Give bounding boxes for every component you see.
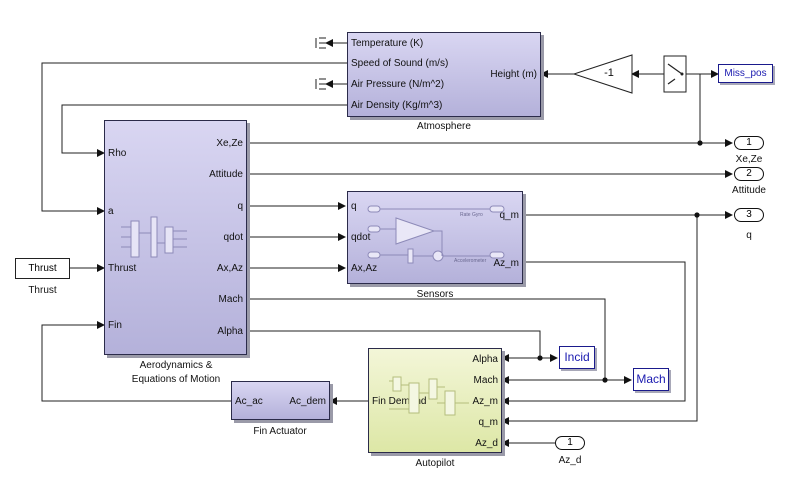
wire-air-density [61, 104, 347, 157]
outport-2[interactable]: 2 [734, 167, 764, 181]
port-autopilot-az-d: Az_d [475, 438, 498, 449]
port-alpha: Alpha [217, 326, 243, 337]
port-height: Height (m) [490, 69, 537, 80]
port-qdot: qdot [223, 232, 243, 243]
miss-pos-tag[interactable]: Miss_pos [718, 64, 773, 83]
terminator-air-pressure[interactable] [315, 78, 326, 90]
port-attitude: Attitude [209, 169, 243, 180]
accelerometer-label: Accelerometer [454, 258, 487, 264]
autopilot-caption: Autopilot [415, 458, 455, 469]
port-temperature: Temperature (K) [351, 38, 424, 49]
port-sensors-q-m: q_m [499, 210, 519, 221]
sensors-block[interactable]: q qdot Ax,Az q_m Az_m Rate Gyro Accelero… [347, 191, 523, 284]
outport-2-label: Attitude [732, 185, 766, 196]
port-autopilot-mach: Mach [473, 375, 498, 386]
port-mach: Mach [218, 294, 243, 305]
port-a: a [108, 206, 114, 217]
port-thrust: Thrust [108, 263, 137, 274]
thrust-caption: Thrust [28, 285, 57, 296]
atmosphere-block[interactable]: Temperature (K) Speed of Sound (m/s) Air… [347, 32, 541, 117]
port-speed-of-sound: Speed of Sound (m/s) [351, 58, 449, 69]
port-autopilot-az-m: Az_m [472, 396, 498, 407]
gain-label: -1 [604, 67, 614, 79]
port-sensors-q: q [351, 201, 357, 212]
port-axaz: Ax,Az [216, 263, 243, 274]
gain-block[interactable] [572, 54, 633, 94]
autopilot-block[interactable]: Alpha Mach Az_m q_m Az_d Fin Demand [368, 348, 502, 453]
incid-tag[interactable]: Incid [559, 346, 595, 369]
wire-fin [41, 321, 231, 402]
switch-block[interactable] [663, 55, 687, 93]
inport-az-d[interactable]: 1 [555, 436, 585, 450]
port-sensors-az-m: Az_m [493, 258, 519, 269]
port-xeze: Xe,Ze [216, 138, 243, 149]
atmosphere-caption: Atmosphere [417, 121, 471, 132]
port-fin: Fin [108, 320, 122, 331]
wire-mach [247, 298, 606, 384]
branch-point [537, 355, 543, 361]
terminator-temperature[interactable] [315, 37, 326, 49]
branch-point [602, 377, 608, 383]
outport-3[interactable]: 3 [734, 208, 764, 222]
aero-caption-line1: Aerodynamics & [139, 360, 213, 371]
wire-az-m [501, 261, 686, 405]
port-fin-demand: Fin Demand [372, 396, 427, 407]
fin-actuator-caption: Fin Actuator [253, 426, 307, 437]
port-rho: Rho [108, 148, 127, 159]
port-ac-dem: Ac_dem [289, 396, 326, 407]
inport-az-d-label: Az_d [558, 455, 582, 466]
port-autopilot-alpha: Alpha [472, 354, 498, 365]
outport-3-label: q [746, 230, 752, 241]
branch-point [694, 212, 700, 218]
port-ac-ac: Ac_ac [235, 396, 263, 407]
outport-1-label: Xe,Ze [735, 154, 763, 165]
port-air-pressure: Air Pressure (N/m^2) [351, 79, 445, 90]
fin-actuator-block[interactable]: Ac_ac Ac_dem [231, 381, 330, 420]
wire-alpha [247, 330, 541, 362]
sensor-internals-icon: Rate Gyro Accelerometer [367, 205, 505, 264]
outport-1[interactable]: 1 [734, 136, 764, 150]
thrust-constant-block[interactable]: Thrust [15, 258, 70, 279]
port-sensors-qdot: qdot [351, 232, 371, 243]
mach-tag[interactable]: Mach [633, 368, 669, 391]
port-autopilot-q-m: q_m [478, 417, 498, 428]
port-air-density: Air Density (Kg/m^3) [351, 100, 443, 111]
aero-eom-block[interactable]: Rho a Thrust Fin Xe,Ze Attitude q qdot A… [104, 120, 247, 355]
subsystem-preview-icon [121, 216, 187, 258]
autopilot-internals-icon [389, 376, 469, 416]
sensors-caption: Sensors [416, 289, 454, 300]
wire-speed-of-sound [41, 62, 347, 215]
port-q: q [237, 201, 243, 212]
branch-point [697, 140, 703, 146]
port-sensors-axaz: Ax,Az [351, 263, 378, 274]
wire-q-m-branch [501, 215, 698, 425]
rate-gyro-label: Rate Gyro [460, 212, 483, 218]
aero-caption-line2: Equations of Motion [131, 374, 221, 385]
